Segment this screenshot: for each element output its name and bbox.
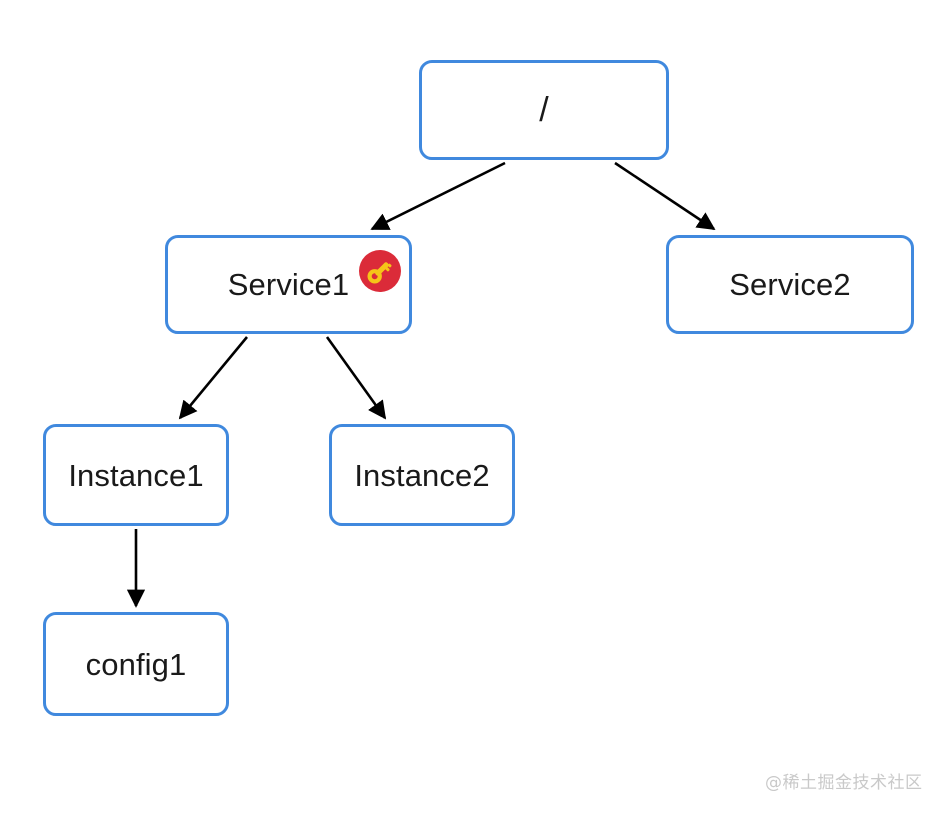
edge-root-to-service1 [370, 161, 506, 231]
edges-group [126, 161, 716, 608]
node-instance2-label: Instance2 [354, 457, 490, 493]
node-service1-label: Service1 [227, 267, 350, 302]
node-service1[interactable]: Service1 [165, 235, 412, 334]
key-icon [358, 249, 402, 293]
node-root[interactable]: / [419, 60, 669, 160]
node-service2-label: Service2 [729, 267, 851, 302]
node-config1[interactable]: config1 [43, 612, 229, 716]
node-instance1-label: Instance1 [68, 457, 204, 493]
node-instance2[interactable]: Instance2 [329, 424, 515, 526]
node-service2[interactable]: Service2 [666, 235, 914, 334]
edge-service1-to-instance2 [325, 336, 387, 420]
node-config1-label: config1 [85, 646, 187, 682]
edge-root-to-service2 [614, 161, 716, 231]
node-instance1[interactable]: Instance1 [43, 424, 229, 526]
node-root-label: / [539, 91, 549, 129]
edge-service1-to-instance1 [178, 336, 249, 420]
watermark: @稀土掘金技术社区 [765, 773, 923, 793]
